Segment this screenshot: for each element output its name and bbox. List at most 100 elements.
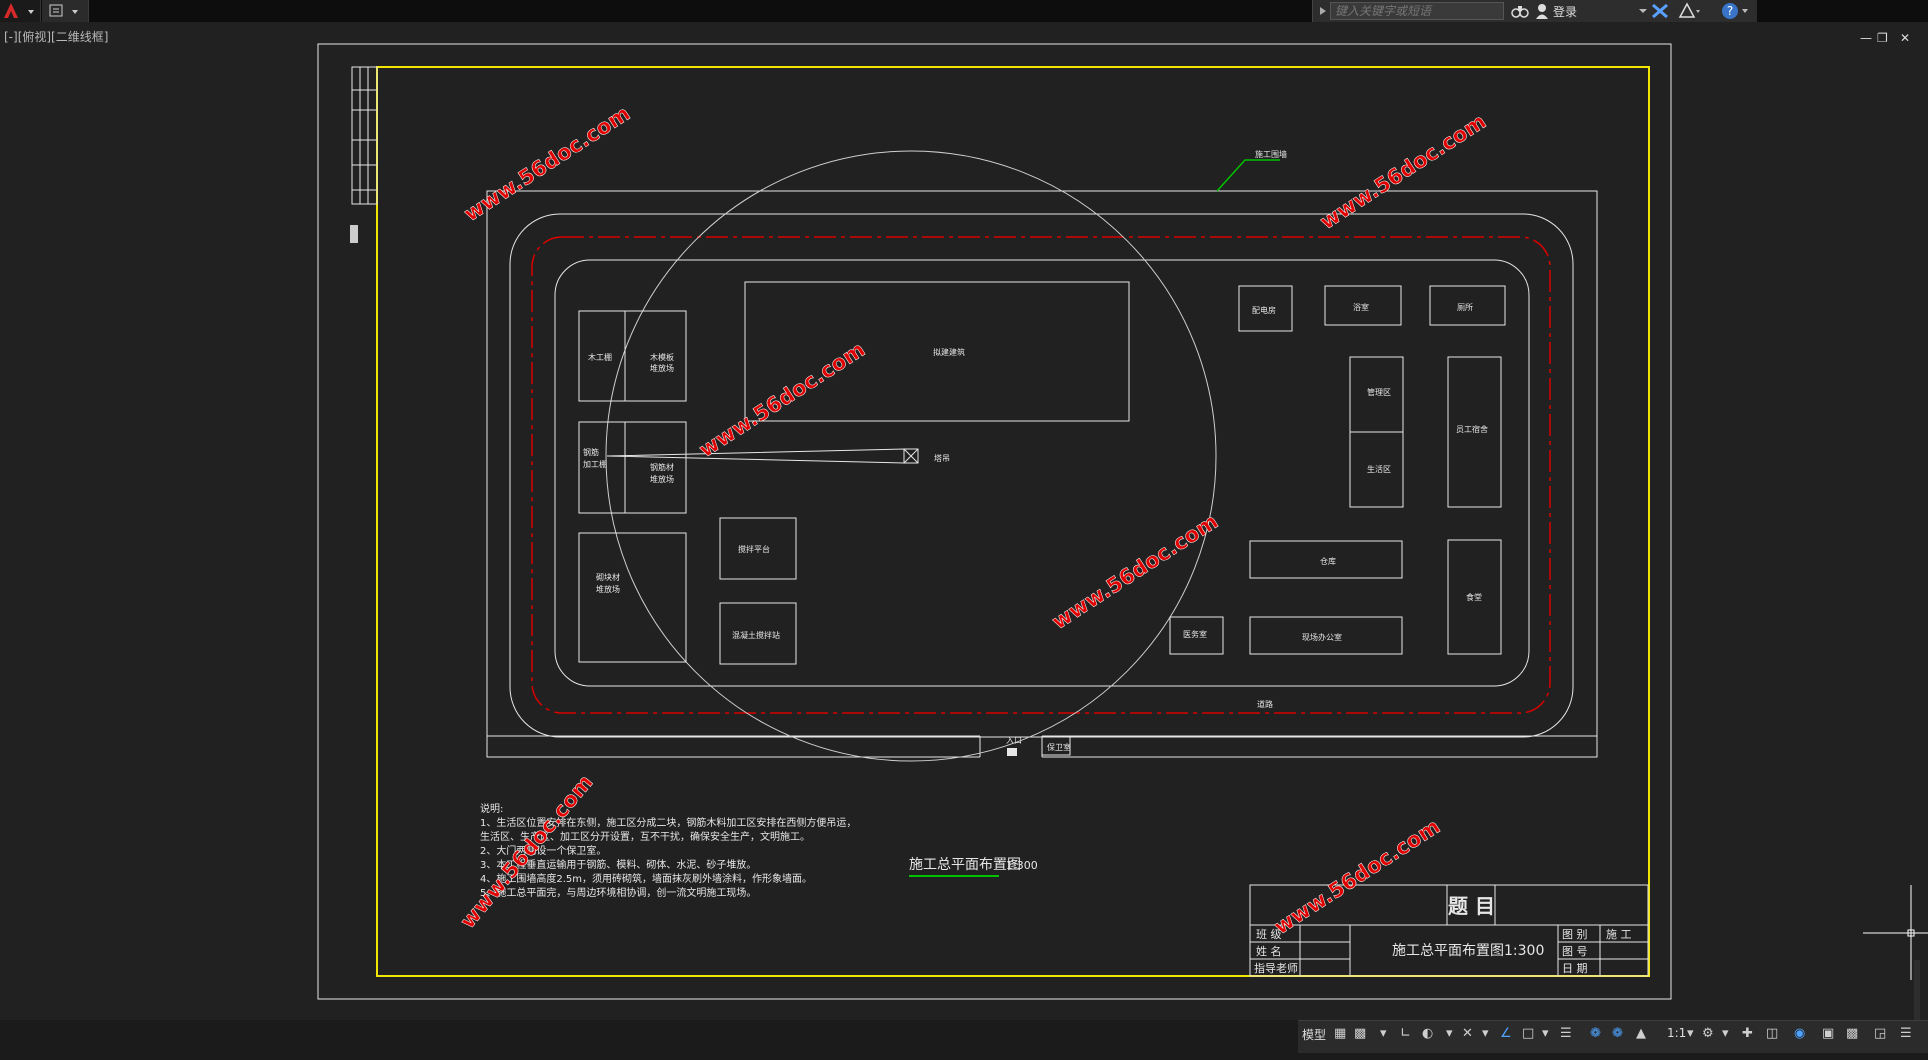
chevron-down-icon[interactable]: ▾ [1446, 1026, 1453, 1041]
svg-text:搅拌平台: 搅拌平台 [738, 544, 770, 554]
west-buildings: 木工棚 木模板 堆放场 钢筋 加工棚 钢筋材 堆放场 砌块材 堆放场 搅拌平台 … [578, 310, 797, 665]
svg-text:管理区: 管理区 [1367, 387, 1391, 397]
proposed-building-label: 拟建建筑 [933, 347, 965, 357]
status-bar [1298, 1020, 1928, 1053]
notes-block: 说明: 1、生活区位置安排在东侧，施工区分成二块，钢筋木料加工区安排在西侧方便吊… [480, 802, 856, 899]
minimize-icon[interactable]: — [1860, 31, 1872, 45]
chevron-down-icon[interactable] [1638, 6, 1648, 16]
road-label: 道路 [1257, 699, 1273, 709]
vertical-scrollbar[interactable] [1914, 960, 1920, 1020]
chevron-down-icon[interactable]: ▾ [1542, 1026, 1549, 1041]
plan-scale: 1:300 [1006, 859, 1038, 872]
svg-text:?: ? [1727, 4, 1733, 18]
svg-text:砌块材: 砌块材 [596, 572, 620, 582]
annotation-visibility-icon[interactable]: ❁ [1590, 1026, 1601, 1041]
notes-title: 说明: [480, 802, 503, 815]
site-boundary [486, 190, 1598, 758]
svg-text:现场办公室: 现场办公室 [1302, 632, 1342, 642]
annotation-scale-icon[interactable]: ▲ [1636, 1026, 1646, 1041]
binoculars-icon[interactable] [1510, 1, 1530, 21]
svg-text:食堂: 食堂 [1466, 592, 1482, 602]
note-line: 2、大门两侧设一个保卫室。 [480, 844, 606, 857]
exchange-apps-icon[interactable] [1650, 1, 1670, 21]
expand-icon[interactable] [1315, 0, 1331, 22]
svg-text:入口: 入口 [1006, 736, 1022, 745]
chevron-down-icon[interactable]: ▾ [1687, 1026, 1694, 1041]
chevron-down-icon[interactable]: ▾ [1380, 1026, 1387, 1041]
model-space-button[interactable]: 模型 [1302, 1028, 1327, 1042]
gear-icon[interactable]: ⚙ [1702, 1026, 1714, 1041]
svg-text:仓库: 仓库 [1320, 556, 1336, 566]
building-label: 木工棚 [588, 352, 612, 362]
chevron-down-icon[interactable]: ▾ [1482, 1026, 1489, 1041]
grid-icon[interactable]: ▦ [1334, 1026, 1347, 1041]
quick-access-toolbar[interactable] [42, 0, 89, 22]
drawing-frame [376, 66, 1650, 977]
restore-icon[interactable]: ❐ [1877, 31, 1888, 45]
properties-icon[interactable]: ☰ [1560, 1026, 1572, 1041]
svg-text:混凝土搅拌站: 混凝土搅拌站 [732, 630, 780, 640]
lineweight-icon[interactable]: ∠ [1500, 1026, 1512, 1041]
user-icon[interactable] [1534, 1, 1550, 21]
login-label[interactable]: 登录 [1553, 5, 1578, 19]
watermark: www.56doc.com [1048, 509, 1223, 634]
snap-icon[interactable]: ▩ [1354, 1026, 1367, 1041]
hardware-acceleration-icon[interactable]: ▣ [1822, 1026, 1835, 1041]
svg-text:姓 名: 姓 名 [1256, 944, 1282, 958]
plus-icon[interactable]: ✚ [1742, 1026, 1753, 1041]
customization-menu-icon[interactable]: ☰ [1900, 1026, 1912, 1041]
close-icon[interactable]: ✕ [1900, 31, 1911, 45]
drawing-canvas[interactable]: .w { stroke: #e6e6e6; fill: none; stroke… [0, 0, 1928, 1020]
tower-crane-radius [605, 150, 1217, 762]
svg-text:浴室: 浴室 [1353, 302, 1369, 312]
viewport-controls[interactable]: [-][俯视][二维线框] [4, 30, 109, 44]
svg-text:钢筋: 钢筋 [583, 447, 599, 457]
fullscreen-icon[interactable]: ◲ [1874, 1026, 1887, 1041]
application-menu-button[interactable] [0, 0, 41, 22]
search-input[interactable] [1330, 2, 1504, 20]
watermark: www.56doc.com [1316, 109, 1491, 234]
chevron-down-icon[interactable]: ▾ [1722, 1026, 1729, 1041]
transparency-icon[interactable]: □ [1522, 1026, 1535, 1041]
svg-text:施 工: 施 工 [1606, 928, 1632, 941]
auto-scale-icon[interactable]: ❁ [1612, 1026, 1623, 1041]
svg-text:员工宿舍: 员工宿舍 [1456, 424, 1488, 434]
note-line: 3、本工程垂直运输用于钢筋、模料、砌体、水泥、砂子堆放。 [480, 858, 756, 871]
autocad-logo-icon [4, 3, 34, 18]
polar-tracking-icon[interactable]: ◐ [1422, 1026, 1434, 1041]
svg-text:厕所: 厕所 [1457, 302, 1473, 312]
isolate-objects-icon[interactable]: ◉ [1794, 1026, 1806, 1041]
ortho-icon[interactable]: ∟ [1400, 1026, 1411, 1041]
note-line: 4、施工围墙高度2.5m，须用砖砌筑，墙面抹灰刷外墙涂料，作形象墙面。 [480, 872, 812, 885]
autodesk-a360-icon[interactable] [1677, 1, 1701, 21]
svg-text:堆放场: 堆放场 [650, 363, 674, 373]
svg-text:日 期: 日 期 [1562, 962, 1588, 975]
workspace-icon [49, 4, 78, 17]
svg-text:班 级: 班 级 [1256, 928, 1282, 941]
plan-title: 施工总平面布置图 [909, 857, 1021, 873]
title-block: 题 目 班 级 姓 名 指导老师 施工总平面布置图1:300 图 别 图 号 日… [1249, 884, 1649, 977]
sheet-border [317, 43, 1672, 1000]
svg-text:生活区: 生活区 [1367, 464, 1391, 474]
guard-house [1041, 736, 1071, 756]
crosshair-cursor [1863, 885, 1928, 980]
title-heading: 题 目 [1448, 894, 1495, 918]
svg-text:图 别: 图 别 [1562, 928, 1588, 941]
quick-properties-icon[interactable]: ◫ [1766, 1026, 1779, 1041]
annotation-scale-value[interactable]: 1:1 [1667, 1026, 1687, 1040]
east-buildings: 配电房 浴室 厕所 管理区 生活区 员工宿舍 仓库 食堂 医务室 现场办公室 [1169, 285, 1506, 655]
object-snap-icon[interactable]: ✕ [1462, 1026, 1473, 1041]
fence-leader [1216, 159, 1280, 192]
clean-screen-icon[interactable]: ▩ [1846, 1026, 1859, 1041]
construction-fence [531, 236, 1551, 714]
fence-leader-label: 施工围墙 [1255, 149, 1287, 159]
watermark: www.56doc.com [695, 337, 870, 462]
guard-label: 保卫室 [1047, 742, 1071, 752]
note-line: 生活区、生产区、加工区分开设置，互不干扰，确保安全生产，文明施工。 [480, 830, 810, 843]
binding-strip [350, 66, 378, 243]
help-icon[interactable]: ? [1720, 1, 1750, 21]
svg-text:堆放场: 堆放场 [650, 474, 674, 484]
svg-text:加工棚: 加工棚 [583, 459, 607, 469]
svg-text:指导老师: 指导老师 [1254, 961, 1298, 975]
